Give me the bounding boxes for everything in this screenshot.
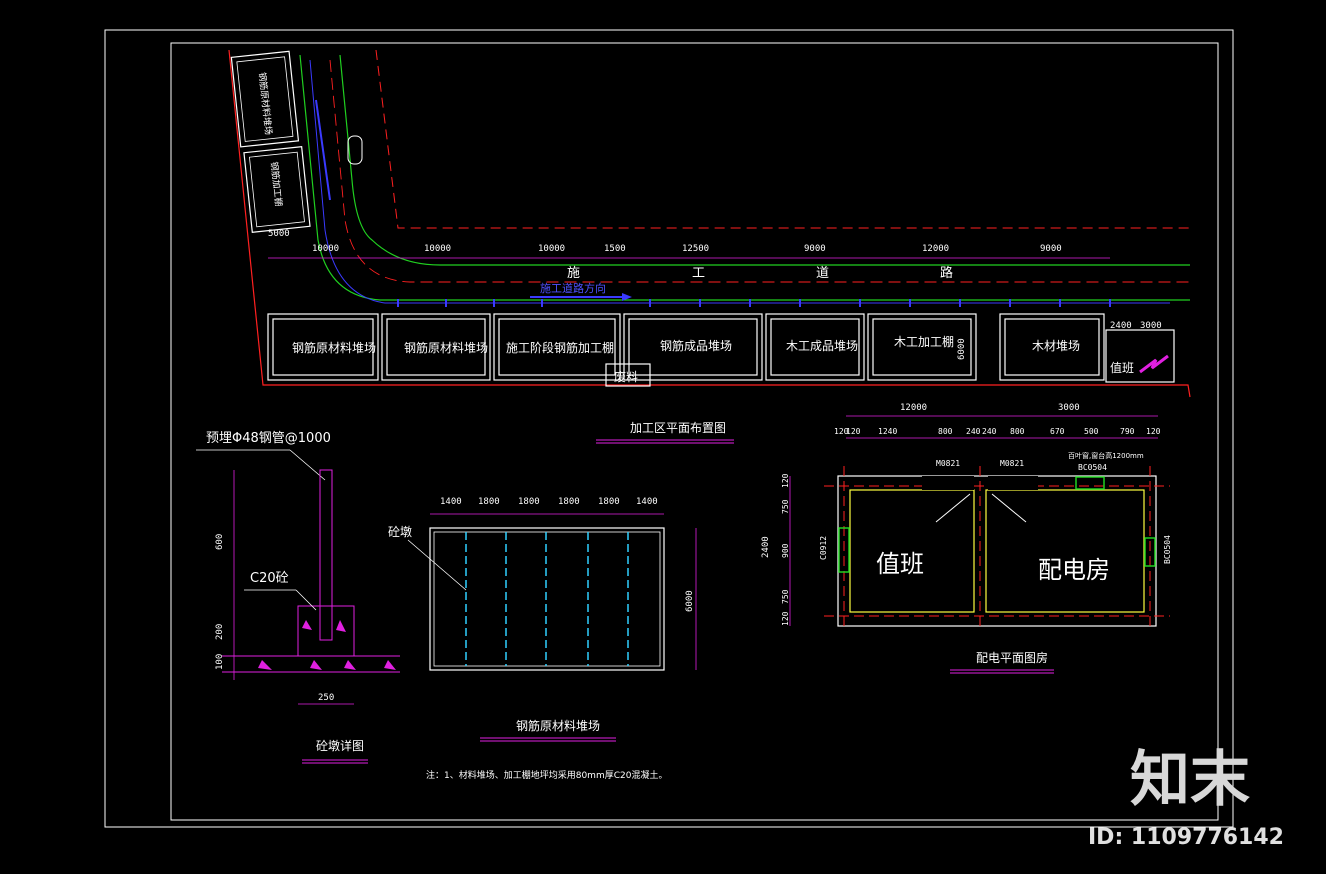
room-sub-dim: 670 xyxy=(1050,427,1065,436)
rebar-yard: 1400 1800 1800 1800 1800 1400 6000 砼墩 钢筋… xyxy=(388,497,697,742)
top-dim: 10000 xyxy=(424,244,451,254)
inner-frame xyxy=(170,42,1219,821)
room-caption: 配电平面图房 xyxy=(976,650,1048,665)
left-building-label: 钢筋原材料堆场 xyxy=(256,72,275,136)
left-dim: 5000 xyxy=(268,229,290,239)
room-name: 值班 xyxy=(876,550,924,578)
room-sub-dim: 120 xyxy=(846,427,861,436)
outer-frame xyxy=(104,29,1234,828)
pier-dim-v: 200 xyxy=(215,624,225,640)
concrete-label: C20砼 xyxy=(250,571,289,586)
room-left-dim: 750 xyxy=(781,589,790,604)
room-sub-dim: 1240 xyxy=(878,427,897,436)
duty-label: 值班 xyxy=(1110,360,1134,375)
room-sub-dim: 800 xyxy=(1010,427,1025,436)
pier-dim-v: 600 xyxy=(215,534,225,550)
power-room: 12000 3000 120 120 1240 800 240 240 800 … xyxy=(761,403,1172,674)
top-dim: 9000 xyxy=(804,244,826,254)
yard-label: 木工成品堆场 xyxy=(786,339,858,353)
room-left-dim: 120 xyxy=(781,611,790,626)
left-building-label: 钢筋加工棚 xyxy=(268,161,285,207)
top-dim-row: 10000 10000 10000 1500 12500 9000 12000 … xyxy=(312,244,1062,254)
pier-dim-w: 250 xyxy=(318,693,334,703)
site-plan: 施工道路方向 10000 10000 10000 1500 12500 9000… xyxy=(228,49,1192,444)
yard-dim: 1800 xyxy=(598,497,620,507)
yard-label: 钢筋原材料堆场 xyxy=(292,340,376,355)
yard-label: 木材堆场 xyxy=(1032,339,1080,353)
right-dim: 3000 xyxy=(1140,321,1162,331)
pier-dim-v: 100 xyxy=(215,654,225,670)
watermark-id: ID: 1109776142 xyxy=(1088,825,1284,850)
door-label: M0821 xyxy=(936,459,960,468)
door-label: M0821 xyxy=(1000,459,1024,468)
room-sub-dims: 120 120 1240 800 240 240 800 670 500 790… xyxy=(834,427,1161,436)
room-name: 配电房 xyxy=(1038,556,1110,584)
yard-dim: 1800 xyxy=(478,497,500,507)
window-note: 百叶窗,窗台高1200mm xyxy=(1068,451,1144,460)
room-top-dim: 3000 xyxy=(1058,403,1080,413)
room-sub-dim: 790 xyxy=(1120,427,1135,436)
room-sub-dim: 120 xyxy=(834,427,849,436)
road-char: 路 xyxy=(940,265,953,281)
yard-dim: 1400 xyxy=(636,497,658,507)
top-dim: 12500 xyxy=(682,244,709,254)
window-code: BC0504 xyxy=(1078,463,1107,472)
depth-dim: 6000 xyxy=(957,338,967,360)
right-dim: 2400 xyxy=(1110,321,1132,331)
room-left-dim: 750 xyxy=(781,499,790,514)
yard-caption: 钢筋原材料堆场 xyxy=(516,718,600,733)
drawing-note: 注：1、材料堆场、加工棚地坪均采用80mm厚C20混凝土。 xyxy=(426,769,667,781)
top-dim: 10000 xyxy=(538,244,565,254)
road-char: 工 xyxy=(692,266,705,281)
yard-dim: 1400 xyxy=(440,497,462,507)
yard-dim: 1800 xyxy=(558,497,580,507)
yard-label: 木工加工棚 xyxy=(894,334,954,349)
road-char: 施 xyxy=(567,266,580,281)
flow-text: 施工道路方向 xyxy=(540,281,606,295)
room-top-dim: 12000 xyxy=(900,403,927,413)
room-left-dim: 120 xyxy=(781,473,790,488)
yard-dim: 1800 xyxy=(518,497,540,507)
top-dim: 9000 xyxy=(1040,244,1062,254)
top-dim: 10000 xyxy=(312,244,339,254)
site-caption: 加工区平面布置图 xyxy=(630,421,726,435)
pipe-label: 预埋Φ48钢管@1000 xyxy=(206,431,331,446)
top-dim: 1500 xyxy=(604,244,626,254)
yard-label: 施工阶段钢筋加工棚 xyxy=(506,340,614,355)
top-dim: 12000 xyxy=(922,244,949,254)
road-char: 道 xyxy=(816,266,829,281)
right-window: BC0504 xyxy=(1163,535,1172,564)
room-sub-dim: 240 xyxy=(966,427,981,436)
left-window: C0912 xyxy=(819,536,828,560)
room-left-dim: 900 xyxy=(781,543,790,558)
room-sub-dim: 500 xyxy=(1084,427,1099,436)
room-sub-dim: 800 xyxy=(938,427,953,436)
room-sub-dim: 240 xyxy=(982,427,997,436)
yard-depth: 6000 xyxy=(685,590,695,612)
yard-label: 钢筋原材料堆场 xyxy=(404,340,488,355)
room-sub-dim: 120 xyxy=(1146,427,1161,436)
yard-pier-label: 砼墩 xyxy=(388,525,412,539)
yard-label: 钢筋成品堆场 xyxy=(660,338,732,353)
room-total-h: 2400 xyxy=(761,536,771,558)
watermark-brand: 知末 xyxy=(1130,745,1250,815)
pier-detail: 预埋Φ48钢管@1000 600 200 100 C20砼 250 砼墩详图 xyxy=(196,431,400,764)
waste-label: 废料 xyxy=(614,369,638,384)
pier-caption: 砼墩详图 xyxy=(316,738,364,753)
